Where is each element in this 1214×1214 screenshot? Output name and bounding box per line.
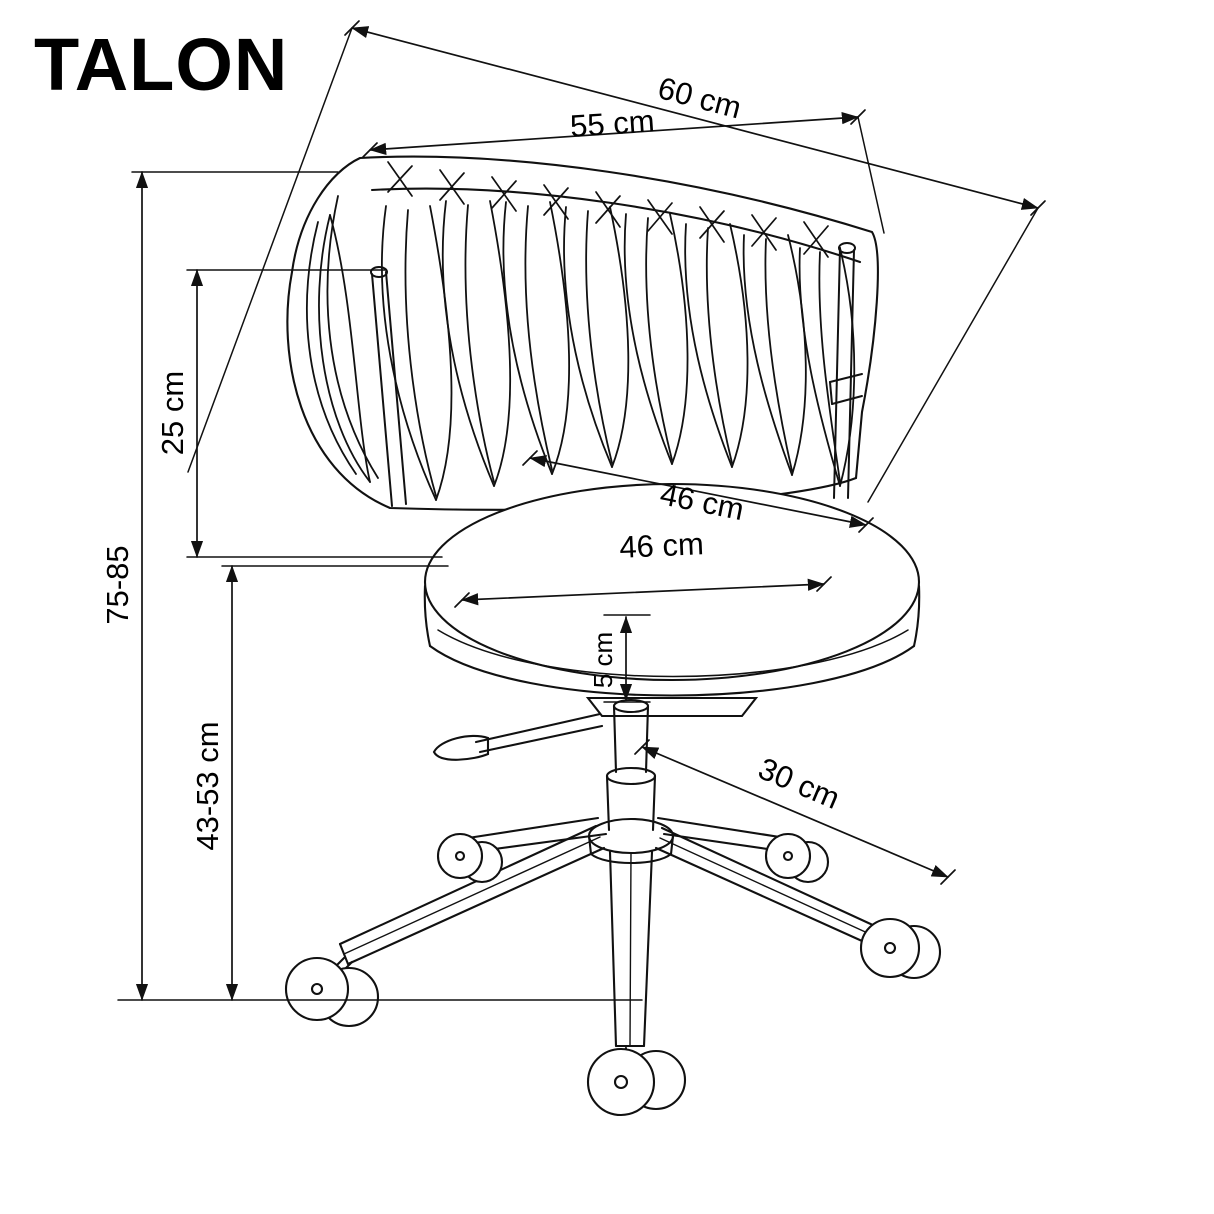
caster-upper-left xyxy=(436,832,504,884)
caster-front xyxy=(586,1046,687,1117)
seat-mechanism-plate xyxy=(585,696,759,718)
dimension-lines xyxy=(117,20,1046,1001)
casters xyxy=(284,832,942,1117)
dimension-30cm-line xyxy=(641,746,949,878)
dimension-label-seat-diameter: 46 cm xyxy=(619,526,705,565)
dimension-ticks xyxy=(344,20,1046,885)
caster-left xyxy=(284,956,380,1028)
dimension-label-cushion-thickness: 5 cm xyxy=(588,632,618,688)
backrest-side-wrap xyxy=(306,195,379,483)
seat-cushion xyxy=(423,482,921,697)
caster-right xyxy=(859,917,942,980)
dimension-label-total-height: 75-85 xyxy=(100,545,135,624)
dimension-label-base-radius: 30 cm xyxy=(753,751,844,816)
gas-lift xyxy=(605,698,657,832)
dimension-label-width: 55 cm xyxy=(569,103,656,144)
adjustment-lever xyxy=(432,712,604,761)
backrest-weave xyxy=(286,155,879,511)
dimension-label-backrest-height: 25 cm xyxy=(155,371,190,455)
caster-upper-right xyxy=(764,832,830,884)
weave-strips xyxy=(381,200,856,501)
dimension-46cm-inner-line xyxy=(529,455,867,528)
dimension-55cm-line xyxy=(369,111,859,156)
dimension-46cm-seat-line xyxy=(461,578,825,606)
dimension-label-seat-height: 43-53 cm xyxy=(190,721,225,850)
dimension-label-depth: 60 cm xyxy=(654,70,745,125)
product-title: TALON xyxy=(34,23,289,106)
